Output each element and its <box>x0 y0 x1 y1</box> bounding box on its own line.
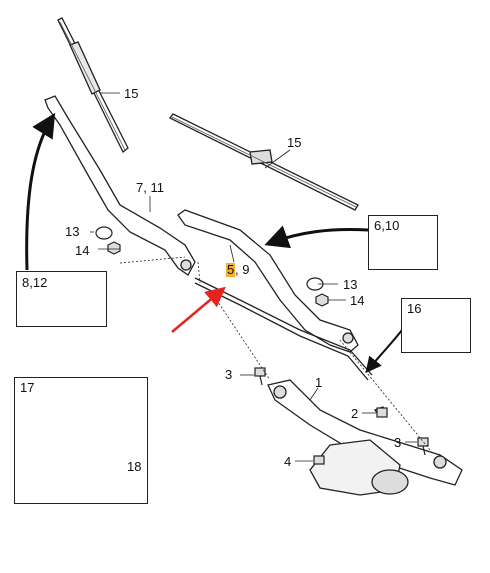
leader-lines <box>90 92 431 467</box>
wiper-arm-left <box>44 95 196 276</box>
label-7-11: 7, 11 <box>136 180 164 195</box>
label-13-right: 13 <box>343 277 358 292</box>
nut-14-left <box>107 241 121 255</box>
label-5-highlighted: 5 <box>226 262 236 277</box>
label-6-10: 6,10 <box>374 218 400 233</box>
detail-box-16 <box>401 298 471 353</box>
label-14-right: 14 <box>350 293 365 308</box>
label-4: 4 <box>284 454 292 469</box>
wiper-blade-left <box>57 17 129 154</box>
label-15-top: 15 <box>124 86 139 101</box>
label-14-left: 14 <box>75 243 90 258</box>
detail-box-8-12 <box>16 271 107 327</box>
label-17: 17 <box>20 380 35 395</box>
bolt-3-left <box>254 367 266 386</box>
red-pointer-arrow <box>171 286 226 333</box>
detail-box-17-18 <box>14 377 148 504</box>
nut-14-right <box>315 293 329 307</box>
label-3-right: 3 <box>394 435 402 450</box>
label-18: 18 <box>127 459 142 474</box>
wiper-blade-right <box>169 113 359 211</box>
label-9: , 9 <box>235 262 250 277</box>
label-2: 2 <box>351 406 359 421</box>
screw-4 <box>313 455 325 465</box>
wiper-motor-assembly <box>267 379 463 496</box>
label-3-left: 3 <box>225 367 233 382</box>
label-13-left: 13 <box>65 224 80 239</box>
label-16: 16 <box>407 301 422 316</box>
detail-box-6-10 <box>368 215 438 270</box>
bolt-3-right <box>417 437 429 456</box>
nut-2 <box>376 407 388 418</box>
label-15-mid: 15 <box>287 135 302 150</box>
wiper-arm-right <box>177 209 359 353</box>
label-8-12: 8,12 <box>22 275 48 290</box>
label-1: 1 <box>315 375 323 390</box>
cap-13-left <box>95 226 113 240</box>
